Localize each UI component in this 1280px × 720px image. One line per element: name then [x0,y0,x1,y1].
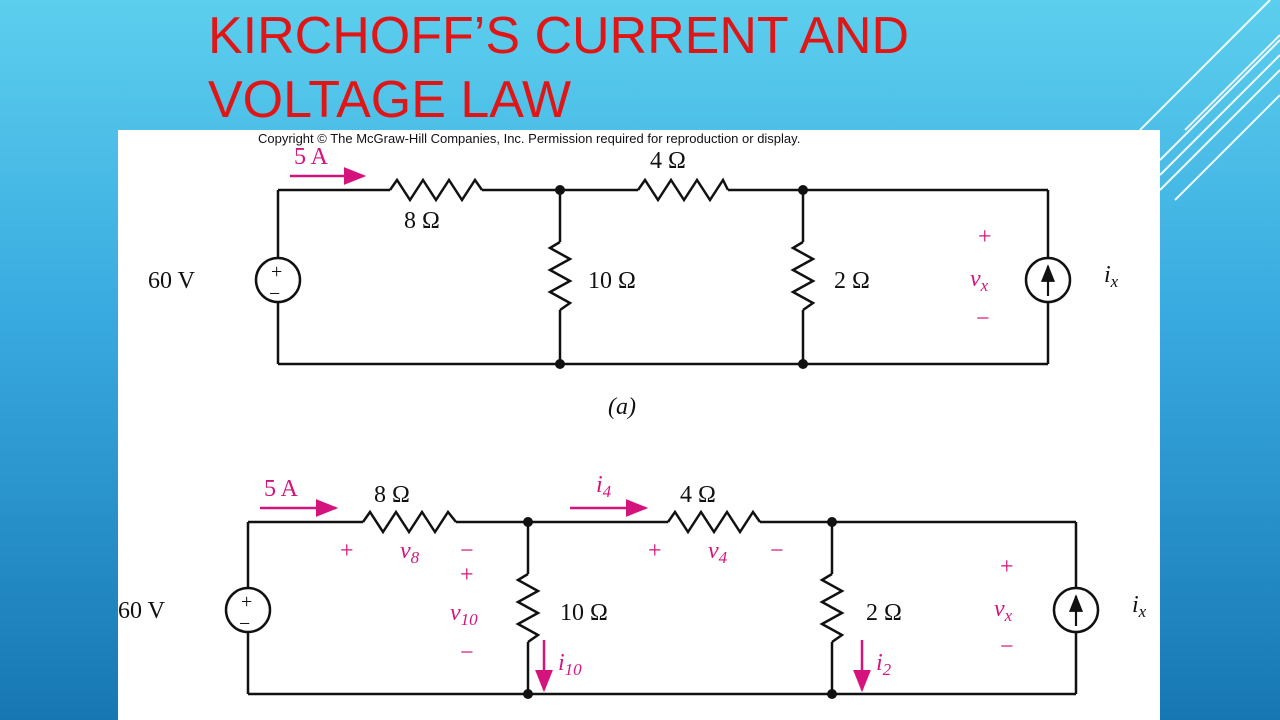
circuit-b-source-label: 60 V [118,598,166,624]
circuit-a-vx-plus: + [978,224,992,250]
circuit-b-i10-label: i10 [558,650,582,679]
circuit-b-resistor-2 [819,572,845,644]
circuit-a-r4-label: 4 Ω [650,148,686,174]
circuit-b-v10-minus: − [460,640,474,666]
circuit-b-vx-label: vx [994,596,1013,625]
circuit-b-source-minus: − [239,613,250,635]
slide-title-line-1: KIRCHOFF’S CURRENT AND [208,7,910,65]
circuit-a-resistor-8 [388,177,484,203]
circuit-a-vx-label: vx [970,266,989,295]
circuit-a-r10-label: 10 Ω [588,268,636,294]
circuit-a-r8-label: 8 Ω [404,208,440,234]
circuit-b-v8-plus: + [340,538,354,564]
circuit-a-source-label: 60 V [148,268,196,294]
circuit-b-source-plus: + [241,591,252,613]
circuit-a-resistor-10 [547,240,573,312]
circuit-b-v4-minus: − [770,538,784,564]
circuit-b-v10-plus: + [460,562,474,588]
circuit-a-r2-label: 2 Ω [834,268,870,294]
circuit-a-current-source [1024,256,1072,304]
circuit-a [254,177,1072,366]
circuit-b-i4-label: i4 [596,472,612,501]
circuit-b-vx-plus: + [1000,554,1014,580]
circuit-diagram: 5 A 8 Ω 4 Ω 10 Ω 2 Ω 60 V + − + vx − ix … [118,144,1147,699]
slide-title: KIRCHOFF’S CURRENT AND VOLTAGE LAW [208,4,909,132]
circuit-a-current-label: 5 A [294,144,329,170]
circuit-a-caption: (a) [608,394,636,420]
circuit-a-ix-label: ix [1104,262,1119,291]
circuit-b-r4-label: 4 Ω [680,482,716,508]
circuit-b-ix-label: ix [1132,592,1147,621]
circuit-a-source-minus: − [269,283,280,305]
circuit-b-nodes [523,517,837,699]
circuit-b-i2-label: i2 [876,650,892,679]
circuit-b-current-label: 5 A [264,476,299,502]
circuit-b-current-source [1052,586,1100,634]
circuit-b-v8-label: v8 [400,538,420,567]
circuit-a-source-plus: + [271,261,282,283]
slide-title-line-2: VOLTAGE LAW [208,71,572,129]
circuit-b-v10-label: v10 [450,600,478,629]
circuit-b-vx-minus: − [1000,634,1014,660]
circuit-b-resistor-10 [515,572,541,644]
circuit-b-voltage-source [224,586,272,634]
circuit-b-r10-label: 10 Ω [560,600,608,626]
circuit-b-v4-plus: + [648,538,662,564]
circuit-a-nodes [555,185,808,369]
circuit-b-r2-label: 2 Ω [866,600,902,626]
circuit-b [224,509,1100,696]
circuit-a-resistor-2 [790,240,816,312]
circuit-b-resistor-8 [361,509,457,535]
circuit-b-r8-label: 8 Ω [374,482,410,508]
circuit-a-voltage-source [254,256,302,304]
circuit-b-v8-minus: − [460,538,474,564]
circuit-b-resistor-4 [666,509,762,535]
circuit-a-vx-minus: − [976,306,990,332]
circuit-a-resistor-4 [636,177,730,203]
circuit-b-v4-label: v4 [708,538,728,567]
figure-panel: 5 A 8 Ω 4 Ω 10 Ω 2 Ω 60 V + − + vx − ix … [118,130,1160,720]
copyright-notice: Copyright © The McGraw-Hill Companies, I… [258,131,801,146]
